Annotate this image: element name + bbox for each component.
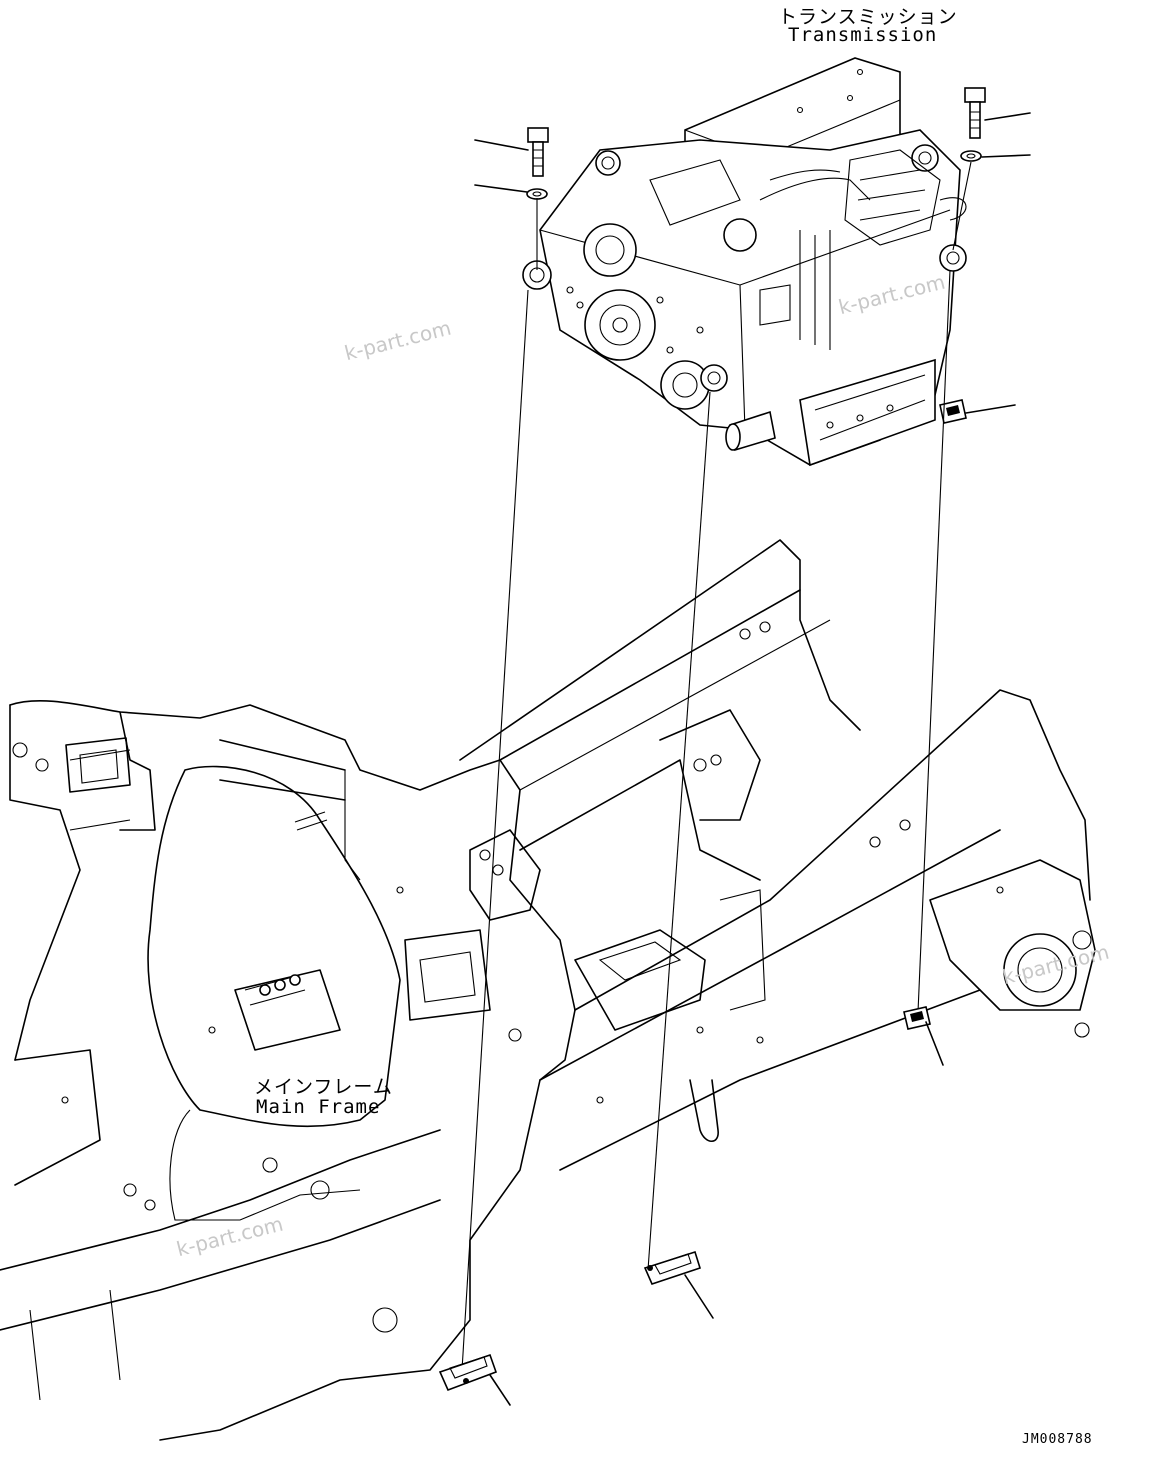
main-frame-label-jp: メインフレーム xyxy=(254,1076,393,1098)
transmission-assembly xyxy=(522,57,967,467)
right-mount-bolt-icon xyxy=(960,87,986,162)
left-mount-bolt-icon xyxy=(526,127,549,200)
upper-clip-icon xyxy=(939,399,967,424)
left-shim-plate-icon xyxy=(438,1353,498,1392)
drawing-code: JM008788 xyxy=(1022,1432,1093,1447)
main-frame-assembly xyxy=(0,539,1096,1441)
transmission-label-en: Transmission xyxy=(788,24,938,46)
transmission-label-jp: トランスミッション xyxy=(778,6,958,28)
center-shim-plate-icon xyxy=(643,1250,701,1285)
main-frame-label-en: Main Frame xyxy=(256,1096,381,1118)
right-lower-clip-icon xyxy=(903,1006,931,1030)
assembly-alignment-lines xyxy=(461,161,972,1371)
